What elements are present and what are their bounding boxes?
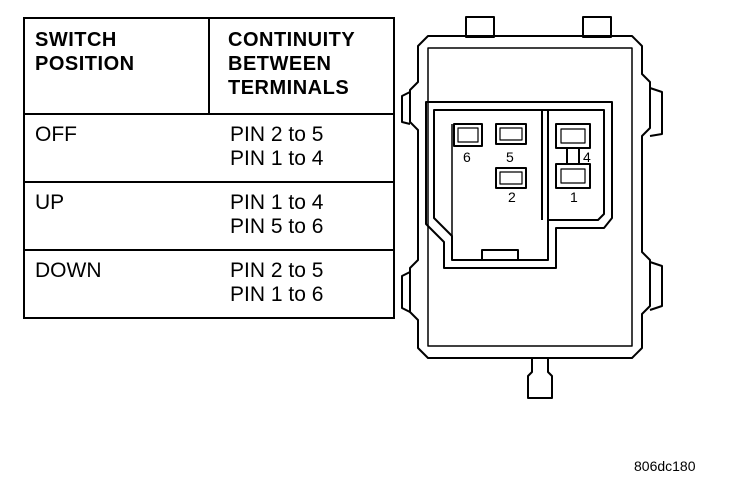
pin-2-contact — [499, 171, 523, 185]
connector-top-tab — [465, 16, 495, 38]
table-row: DOWN PIN 2 to 5 PIN 1 to 6 — [25, 249, 393, 317]
pin-label-4: 4 — [583, 149, 591, 165]
pin-1-terminal — [555, 163, 591, 189]
cavity-notch — [481, 249, 519, 260]
pin-4-contact — [560, 128, 586, 144]
connector-side-tab — [649, 261, 663, 311]
switch-connector-diagram: 6 5 2 4 1 — [401, 16, 663, 399]
table-row: OFF PIN 2 to 5 PIN 1 to 4 — [25, 113, 393, 181]
pin-5-terminal — [495, 123, 527, 145]
pin-continuity: PIN 5 to 6 — [230, 215, 324, 238]
figure-reference-code: 806dc180 — [634, 458, 696, 474]
switch-position-up: UP — [35, 191, 65, 214]
pin-1-contact — [560, 168, 586, 184]
pin-5-contact — [499, 127, 523, 141]
pin-label-1: 1 — [570, 189, 578, 205]
pin-jumper-1-4 — [566, 148, 580, 164]
pin-4-terminal — [555, 123, 591, 149]
continuity-cell: PIN 2 to 5 PIN 1 to 4 — [210, 115, 393, 181]
header-switch-position: SWITCH POSITION — [25, 19, 210, 113]
pin-6-terminal — [453, 123, 483, 147]
continuity-table: SWITCH POSITION CONTINUITY BETWEEN TERMI… — [23, 17, 395, 319]
pin-label-2: 2 — [508, 189, 516, 205]
table-row: UP PIN 1 to 4 PIN 5 to 6 — [25, 181, 393, 249]
pin-continuity: PIN 1 to 4 — [230, 147, 324, 170]
pin-continuity: PIN 1 to 4 — [230, 191, 324, 214]
header-continuity: CONTINUITY BETWEEN TERMINALS — [228, 29, 356, 99]
pin-label-6: 6 — [463, 149, 471, 165]
connector-side-tab — [401, 91, 411, 125]
pin-continuity: PIN 2 to 5 — [230, 123, 324, 146]
switch-position-down: DOWN — [35, 259, 102, 282]
continuity-cell: PIN 1 to 4 PIN 5 to 6 — [210, 183, 393, 249]
pin-cavity-outer — [425, 101, 613, 269]
table-header-row: SWITCH POSITION CONTINUITY BETWEEN TERMI… — [25, 19, 393, 113]
continuity-cell: PIN 2 to 5 PIN 1 to 6 — [210, 251, 393, 317]
pin-continuity: PIN 2 to 5 — [230, 259, 324, 282]
pin-6-contact — [457, 127, 479, 143]
pin-continuity: PIN 1 to 6 — [230, 283, 324, 306]
pin-label-5: 5 — [506, 149, 514, 165]
connector-housing — [409, 35, 651, 359]
pin-2-terminal — [495, 167, 527, 189]
connector-inner-outline — [427, 47, 633, 347]
connector-side-tab — [649, 87, 663, 137]
pin-cavity-inner — [433, 109, 605, 261]
connector-bottom-latch — [527, 358, 553, 399]
switch-position-off: OFF — [35, 123, 77, 146]
connector-top-tab — [582, 16, 612, 38]
connector-side-tab — [401, 271, 411, 313]
